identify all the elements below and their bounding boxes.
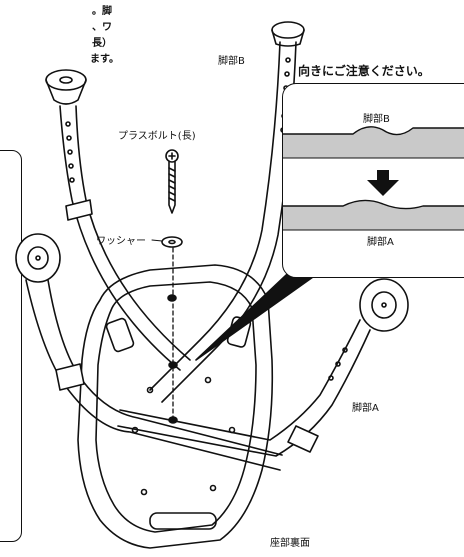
label-screw: プラスボルト(長) [118, 131, 196, 142]
leg-a-left [15, 233, 283, 471]
orientation-callout: 脚部B 脚部A [282, 83, 464, 278]
washer-part [161, 236, 183, 248]
left-info-panel [0, 150, 22, 542]
label-leg-b-top: 脚部B [218, 56, 245, 67]
intro-line-2: 、ワ [92, 22, 112, 33]
callout-illustration [283, 126, 464, 231]
leg-a-right [117, 278, 409, 457]
callout-label-leg-a: 脚部A [367, 237, 394, 248]
seat-underside [77, 264, 274, 549]
label-leg-a-right: 脚部A [352, 403, 379, 414]
down-arrow-icon [367, 170, 399, 196]
callout-label-leg-b: 脚部B [363, 114, 390, 125]
intro-line-4: ます。 [90, 54, 119, 65]
callout-title: 向きにご注意ください。 [298, 64, 430, 78]
leg-b-left [45, 69, 191, 371]
label-seat-underside: 座部裏面 [270, 538, 310, 549]
intro-line-3: 長） [92, 38, 112, 49]
label-washer: ワッシャー [96, 236, 146, 247]
intro-line-1: 。脚 [92, 6, 112, 17]
screw-part [165, 149, 179, 214]
